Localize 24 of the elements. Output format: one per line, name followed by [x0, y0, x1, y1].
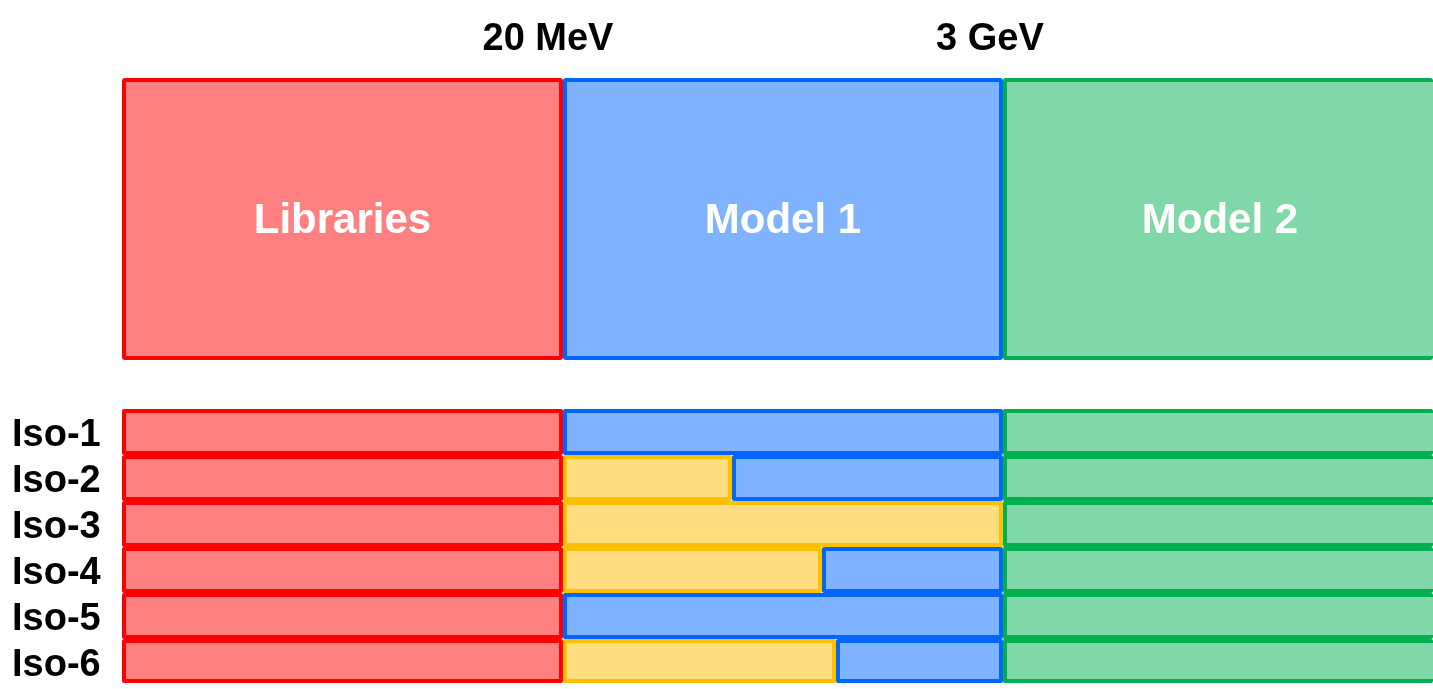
row-label: Iso-5 [12, 598, 101, 636]
range-bar [836, 639, 1003, 683]
row-label: Iso-1 [12, 414, 101, 452]
range-box: Model 1 [563, 78, 1003, 360]
range-bar [822, 547, 1003, 593]
energy-label: 3 GeV [936, 18, 1044, 56]
row-label: Iso-4 [12, 552, 101, 590]
range-box: Libraries [122, 78, 563, 360]
range-bar [563, 501, 1003, 547]
range-bar [122, 409, 563, 455]
range-bar [122, 639, 563, 683]
range-bar [1003, 409, 1433, 455]
range-bar [563, 639, 836, 683]
row-label: Iso-6 [12, 644, 101, 682]
range-bar [732, 455, 1003, 501]
range-bar [563, 409, 1003, 455]
row-label: Iso-3 [12, 506, 101, 544]
range-bar [563, 547, 822, 593]
range-box: Model 2 [1003, 78, 1433, 360]
range-bar [1003, 639, 1433, 683]
range-bar [563, 455, 732, 501]
energy-label: 20 MeV [482, 18, 614, 56]
row-label: Iso-2 [12, 460, 101, 498]
range-bar [563, 593, 1003, 639]
